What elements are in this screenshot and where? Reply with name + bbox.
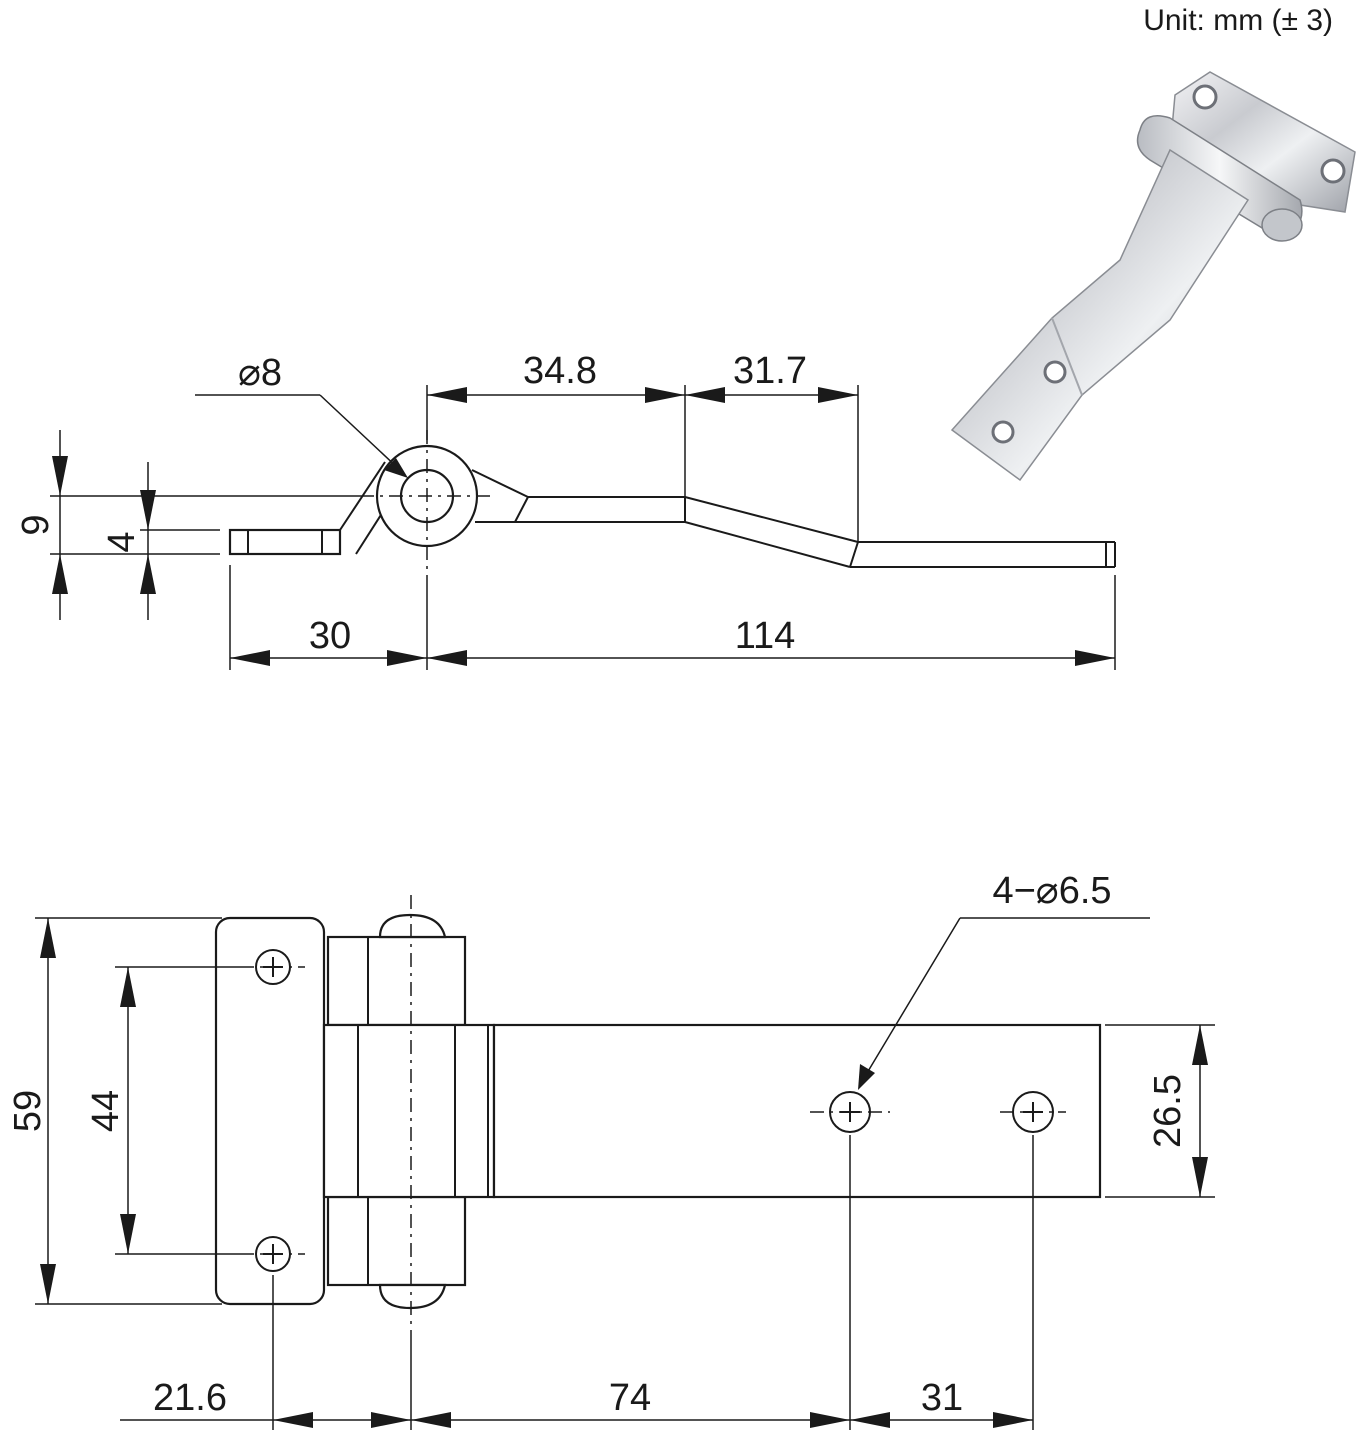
dim-30: 30 <box>309 615 351 657</box>
dim-26-5: 26.5 <box>1147 1074 1189 1148</box>
dim-4: 4 <box>101 531 143 552</box>
dim-74: 74 <box>609 1377 651 1419</box>
dim-31: 31 <box>921 1377 963 1419</box>
hinge-top-outline <box>214 913 1102 1310</box>
dim-31-7: 31.7 <box>733 350 807 392</box>
dim-59: 59 <box>7 1090 49 1132</box>
stainless-hinge-photo-icon <box>950 71 1356 482</box>
side-view: ⌀8 34.8 31.7 9 4 30 114 <box>15 350 1116 670</box>
dim-9: 9 <box>15 514 57 535</box>
pin-diameter-label: ⌀8 <box>238 352 282 394</box>
top-view: 4−⌀6.5 59 44 26.5 21.6 74 <box>7 870 1215 1430</box>
dim-34-8: 34.8 <box>523 350 597 392</box>
hinge-side-profile <box>228 444 1116 568</box>
dim-21-6: 21.6 <box>153 1377 227 1419</box>
dim-44: 44 <box>85 1090 127 1132</box>
unit-note: Unit: mm (± 3) <box>1143 4 1333 37</box>
dim-114: 114 <box>735 615 796 657</box>
holes-label: 4−⌀6.5 <box>992 870 1111 912</box>
